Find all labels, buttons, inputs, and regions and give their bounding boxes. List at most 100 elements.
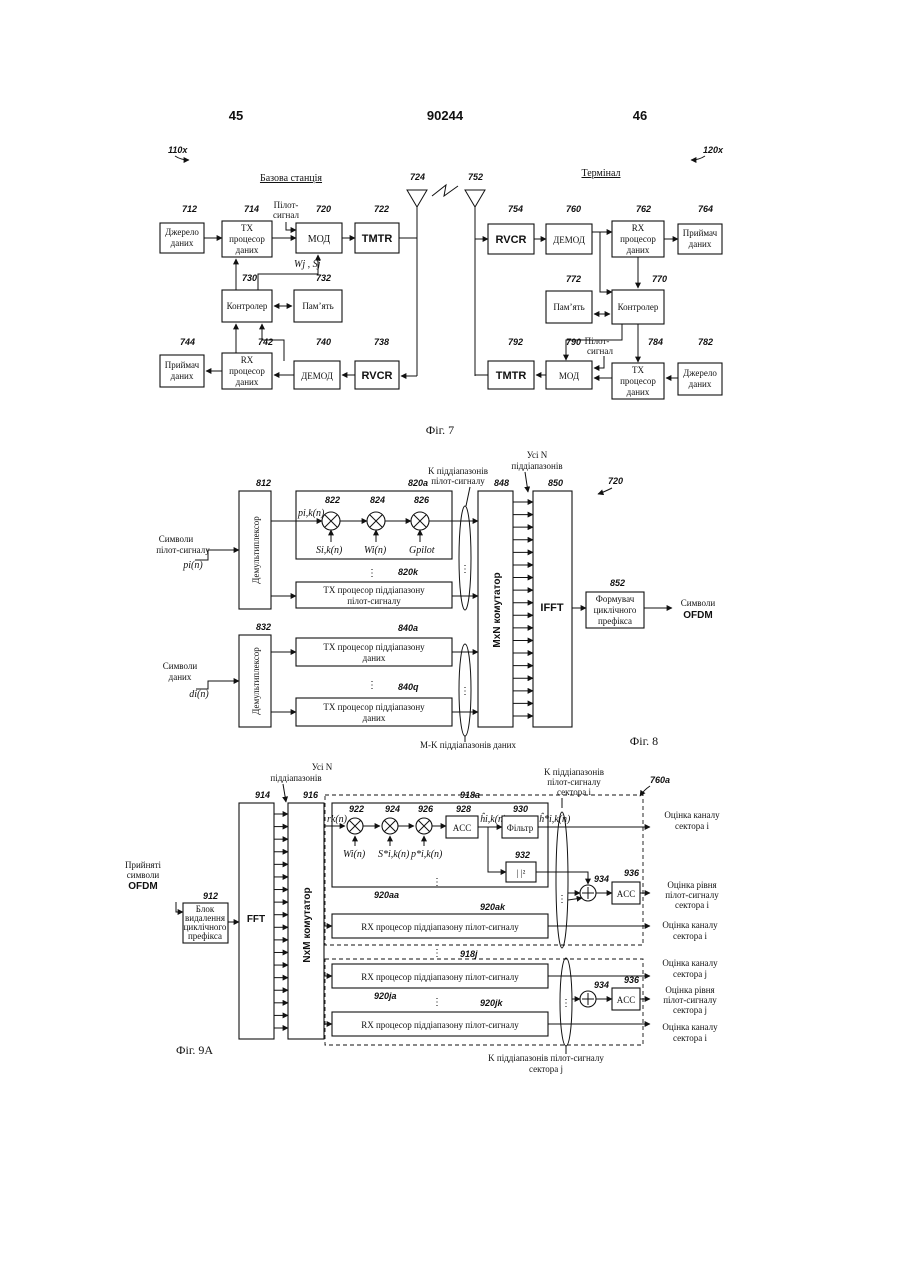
ref-918j: 918j [460, 949, 478, 959]
label: циклічного [594, 605, 637, 615]
label: FFT [247, 914, 265, 925]
ref-762: 762 [636, 204, 651, 214]
label: даних [627, 245, 650, 255]
label: Wi(n) [343, 849, 366, 860]
label: Прийняті [125, 860, 162, 870]
ref-764: 764 [698, 204, 713, 214]
ref-850: 850 [548, 478, 563, 488]
label: сектора j [673, 969, 707, 979]
ref-920jk: 920jk [480, 998, 504, 1008]
ref-714: 714 [244, 204, 259, 214]
label: Оцінка рівня [667, 880, 716, 890]
label: даних [363, 653, 386, 663]
ref-730: 730 [242, 273, 257, 283]
ref-790: 790 [566, 337, 581, 347]
label: сигнал [587, 346, 613, 356]
ref-760: 760 [566, 204, 581, 214]
figure-8-caption: Фіг. 8 [630, 734, 658, 748]
label: OFDM [128, 881, 157, 892]
ref-852: 852 [610, 578, 625, 588]
label: даних [236, 245, 259, 255]
ref-820k: 820k [398, 567, 419, 577]
ellipsis: ⋮ [460, 564, 470, 575]
ref-920ak: 920ak [480, 902, 506, 912]
label: Символи [681, 598, 716, 608]
ref-784: 784 [648, 337, 663, 347]
label: di(n) [189, 689, 209, 700]
label: Пілот- [274, 200, 299, 210]
label: ACC [453, 823, 472, 833]
label: RVCR [496, 234, 527, 246]
label: сектора j [673, 1005, 707, 1015]
label: ДЕМОД [301, 371, 333, 381]
ref-812: 812 [256, 478, 271, 488]
label: TMTR [496, 370, 527, 382]
page-number-left: 45 [229, 108, 243, 123]
ref-arrow [691, 156, 705, 160]
ellipsis: ⋮ [432, 948, 442, 959]
ref-720: 720 [608, 476, 623, 486]
ref-934: 934 [594, 980, 609, 990]
label: пілот-сигналу [663, 995, 717, 1005]
label: Приймач [165, 360, 200, 370]
label: сектора i [675, 821, 709, 831]
label: RX процесор піддіапазону пілот-сигналу [361, 922, 519, 932]
figure-9a: Усі N піддіапазонів K піддіапазонів піло… [125, 762, 720, 1074]
ellipsis: ⋮ [557, 894, 567, 905]
label: rk(n) [327, 814, 348, 825]
wireless-link-icon [432, 185, 458, 196]
label: K піддіапазонів [544, 767, 604, 777]
ref-918a: 918a [460, 790, 480, 800]
fft-outputs [274, 814, 288, 1028]
ref-arrow [175, 156, 189, 160]
label: pi,k(n) [297, 508, 325, 519]
ref-752: 752 [468, 172, 483, 182]
ref-820a: 820a [408, 478, 428, 488]
label: сигнал [273, 210, 299, 220]
label: сектора i [673, 1033, 707, 1043]
ref-740: 740 [316, 337, 331, 347]
label: MxN комутатор [492, 572, 503, 647]
label: піддіапазонів [270, 773, 321, 783]
ellipsis: ⋮ [432, 997, 442, 1008]
ref-744: 744 [180, 337, 195, 347]
label: процесор [229, 366, 265, 376]
ref-924: 924 [385, 804, 400, 814]
label: пілот-сигналу [347, 596, 401, 606]
antenna-terminal [465, 190, 485, 376]
label: | |² [517, 868, 526, 878]
label: сектора i [673, 931, 707, 941]
label: Gpilot [409, 545, 435, 556]
ref-840q: 840q [398, 682, 419, 692]
ref-916: 916 [303, 790, 319, 800]
label: сектора i [675, 900, 709, 910]
label: процесор [620, 234, 656, 244]
ref-722: 722 [374, 204, 389, 214]
ref-920ja: 920ja [374, 991, 397, 1001]
label: даних [363, 713, 386, 723]
label: Фільтр [507, 823, 534, 833]
label: ДЕМОД [553, 235, 585, 245]
label: RX [632, 223, 645, 233]
ellipsis: ⋮ [432, 877, 442, 888]
label: TX [632, 365, 644, 375]
ellipsis: ⋮ [367, 568, 377, 579]
figure-9a-caption: Фіг. 9A [176, 1043, 213, 1057]
ref-742: 742 [258, 337, 273, 347]
label: K піддіапазонів [428, 466, 488, 476]
page-number-right: 46 [633, 108, 647, 123]
bundle-ellipse [459, 506, 471, 610]
ref-782: 782 [698, 337, 713, 347]
ref-792: 792 [508, 337, 523, 347]
ref-912: 912 [203, 891, 218, 901]
figure-7-caption: Фіг. 7 [426, 423, 454, 437]
label: Пам’ять [553, 302, 584, 312]
label: процесор [229, 234, 265, 244]
label: сектора j [529, 1064, 563, 1074]
label: даних [171, 371, 194, 381]
label: ĥ*i,k(n) [539, 812, 571, 825]
ref-822: 822 [325, 495, 340, 505]
label: Джерело [683, 368, 717, 378]
label: ACC [617, 889, 636, 899]
ref-932: 932 [515, 850, 530, 860]
